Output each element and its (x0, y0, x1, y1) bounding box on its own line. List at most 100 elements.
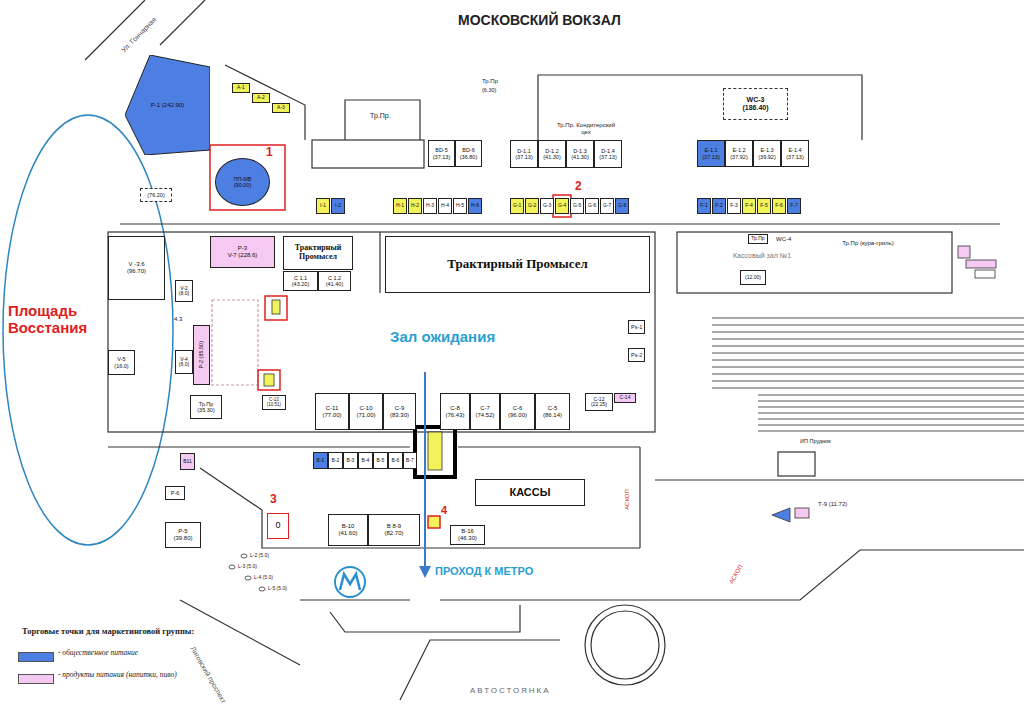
shop-box: E-1.2(37.92) (725, 140, 753, 167)
map-label: 1 (266, 146, 273, 160)
node-text: H-4 (441, 203, 449, 209)
shop-box: E-1.1(37.13) (697, 140, 725, 167)
node-text: D-1.4 (601, 148, 614, 154)
map-label: Ул. Гончарная (120, 16, 158, 54)
round-stall: ПП-МВ(90.00) (215, 158, 270, 206)
node-text: E-1.3 (760, 147, 773, 153)
kiosk-box: F-4 (742, 198, 756, 214)
shop-box: C-10(71.00) (349, 393, 383, 430)
map-label: L-4 (5.0) (254, 575, 273, 581)
node-text: C-7 (480, 405, 490, 412)
map-label: 4.3 (174, 316, 182, 323)
node-text: F-2 (715, 203, 723, 209)
kiosk-box: G-4 (555, 198, 569, 214)
shop-box: D-1.4(37.13) (594, 140, 622, 168)
shop-box: C-6(96.00) (500, 393, 535, 430)
node-text: H-3 (426, 203, 434, 209)
node-text: WC-3 (747, 96, 765, 104)
node-text: (90.00) (234, 182, 251, 188)
shop-box: B-3 (343, 452, 358, 469)
node-text: Трактирный Промысел (447, 257, 587, 271)
node-text: V-7 (228.6) (228, 252, 258, 259)
node-text: G-6 (588, 203, 596, 209)
map-label: ПРОХОД К МЕТРО (435, 565, 533, 578)
node-text: D-1.3 (573, 148, 586, 154)
map-label: WC-4 (776, 236, 791, 243)
node-text: (86.14) (543, 412, 562, 419)
node-text: (39.92) (758, 154, 775, 160)
node-text: (37.13) (599, 154, 616, 160)
node-text: F-1 (700, 203, 708, 209)
node-text: E-1.1 (704, 147, 717, 153)
node-text: H-6 (471, 203, 479, 209)
node-text: А-3 (277, 105, 285, 111)
ticket-office: КАССЫ (475, 479, 585, 506)
kiosk-box: F-1 (697, 198, 711, 214)
legend-text: - продукты питания (напитки, пиво) (58, 671, 177, 680)
legend-swatch (18, 674, 54, 684)
node-text: B-10 (342, 523, 355, 530)
kiosk-box: F-6 (772, 198, 786, 214)
node-text: А-1 (237, 85, 245, 91)
node-text: BD-6 (462, 147, 475, 153)
map-label: (6.30) (482, 87, 496, 93)
node-text: (16.0) (114, 363, 128, 369)
shop-box: Трактирный Промысел (283, 236, 353, 270)
kiosk-box: F-7 (787, 198, 801, 214)
node-text: B-4 (362, 458, 370, 464)
shop-box: D-1.1(37.13) (510, 140, 538, 168)
route-arrow (419, 372, 431, 578)
map-label: Тр.Пр. (370, 112, 391, 120)
shop-box: D-1.2(41.30) (538, 140, 566, 168)
node-text: B-1 (317, 458, 325, 464)
node-text: (36.80) (460, 154, 477, 160)
node-text: C-11 (326, 405, 339, 412)
node-text: F-3 (730, 203, 738, 209)
node-text: F-5 (760, 203, 768, 209)
shop-box: C-5(86.14) (535, 393, 570, 430)
kiosk-box: I-1 (316, 198, 330, 214)
node-text: (41.30) (571, 154, 588, 160)
kiosk-box: G-8 (615, 198, 629, 214)
legend-text: - общественное питание (58, 649, 138, 658)
shop-box: (12.00) (740, 270, 766, 285)
node-text: (76.20) (147, 192, 164, 198)
node-text: (8.0) (179, 362, 189, 368)
node-text: P-5 (178, 528, 187, 535)
node-text: (77.00) (322, 412, 341, 419)
map-label: Тр.Пр (482, 78, 498, 85)
shop-box: А-3 (272, 103, 290, 113)
map-label: Тр.Пр (кура-гриль) (842, 240, 894, 247)
kiosk-box: G-2 (525, 198, 539, 214)
map-label: L-2 (5.0) (250, 553, 269, 559)
map-label: Т-9 (11.72) (818, 501, 847, 508)
node-text: 0 (275, 521, 280, 531)
shop-box: Р-2 (85.50) (193, 325, 210, 385)
node-text: C-10 (359, 405, 372, 412)
node-text: B-3 (347, 458, 355, 464)
node-text: (41.40) (326, 281, 343, 287)
map-title: МОСКОВСКИЙ ВОКЗАЛ (458, 12, 621, 28)
node-text: D-1.1 (517, 148, 530, 154)
node-text: (37.92) (730, 154, 747, 160)
node-text: Р-2 (85.50) (198, 341, 204, 369)
shop-box: Ps-1 (628, 320, 645, 334)
shop-box: B-16(46.30) (450, 525, 485, 545)
kiosk-box: I-2 (331, 198, 345, 214)
node-text: C-6 (513, 405, 523, 412)
node-text: (37.13) (702, 154, 719, 160)
map-label: 4 (441, 504, 447, 517)
shop-box: B-7 (403, 452, 417, 469)
shop-box: P-5(39.80) (165, 522, 201, 548)
node-text: E-1.4 (788, 147, 801, 153)
node-text: G-4 (558, 203, 566, 209)
shop-box: B-6 (388, 452, 403, 469)
shop-box: V-2(8.0) (175, 280, 193, 302)
node-text: B-7 (406, 458, 414, 464)
map-label: Зал ожидания (390, 328, 495, 345)
shop-box: B 8-9(82.70) (368, 514, 420, 546)
node-text: I-1 (320, 203, 326, 209)
shop-box: C-9(83.30) (383, 393, 416, 430)
node-text: H-5 (456, 203, 464, 209)
shop-box: B-10(41.60) (328, 514, 368, 546)
